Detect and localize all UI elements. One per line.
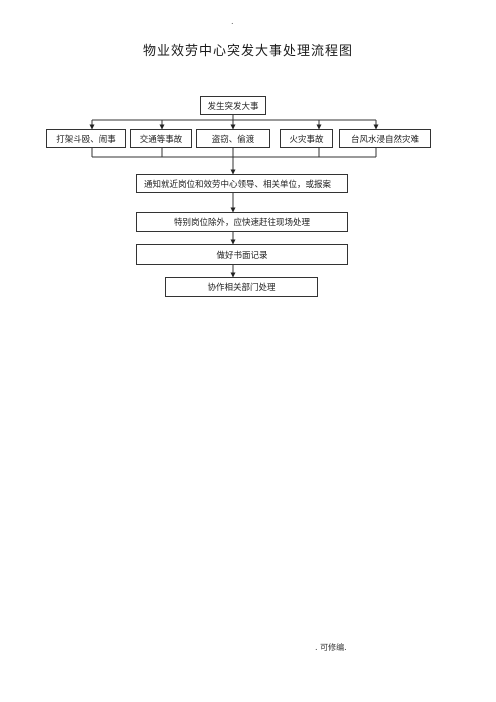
step-node-record: 做好书面记录 [136,244,348,265]
event-node-fire: 火灾事故 [280,129,333,148]
footer-note: . 可修编. [315,643,347,652]
step-node-rush: 特别岗位除外，应快速赶往现场处理 [136,212,348,232]
step-node-cooperate: 协作相关部门处理 [165,277,318,297]
event-node-traffic: 交通等事故 [130,129,192,148]
page-title: 物业效劳中心突发大事处理流程图 [142,44,353,59]
event-node-fight: 打架斗殴、闹事 [46,129,126,148]
start-node: 发生突发大事 [200,96,266,115]
event-node-typhoon: 台风水浸自然灾难 [339,129,431,148]
event-node-theft: 盗窃、偷渡 [196,129,270,148]
step-node-notify: 通知就近岗位和效劳中心领导、相关单位，或报案 [136,174,348,193]
top-dot: . [231,17,234,26]
